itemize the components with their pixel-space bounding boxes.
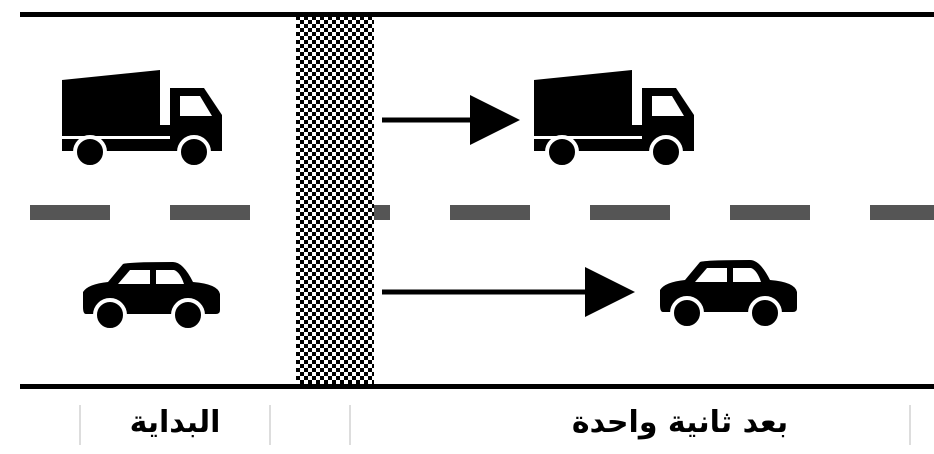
label-start: البداية bbox=[90, 398, 260, 448]
lane-dash bbox=[870, 205, 934, 220]
car-icon bbox=[660, 260, 797, 328]
lane-divider bbox=[30, 205, 934, 220]
dump-truck-icon bbox=[62, 70, 222, 167]
lane-dash bbox=[730, 205, 810, 220]
label-after-one-second: بعد ثانية واحدة bbox=[470, 398, 890, 448]
dump-truck-icon bbox=[534, 70, 694, 167]
road-top-edge bbox=[20, 12, 934, 17]
checkered-start-line bbox=[296, 17, 374, 384]
lane-dash bbox=[170, 205, 250, 220]
car-icon bbox=[83, 262, 220, 330]
road-bottom-edge bbox=[20, 384, 934, 389]
lane-dash bbox=[30, 205, 110, 220]
lane-dash bbox=[450, 205, 530, 220]
lane-dash bbox=[590, 205, 670, 220]
